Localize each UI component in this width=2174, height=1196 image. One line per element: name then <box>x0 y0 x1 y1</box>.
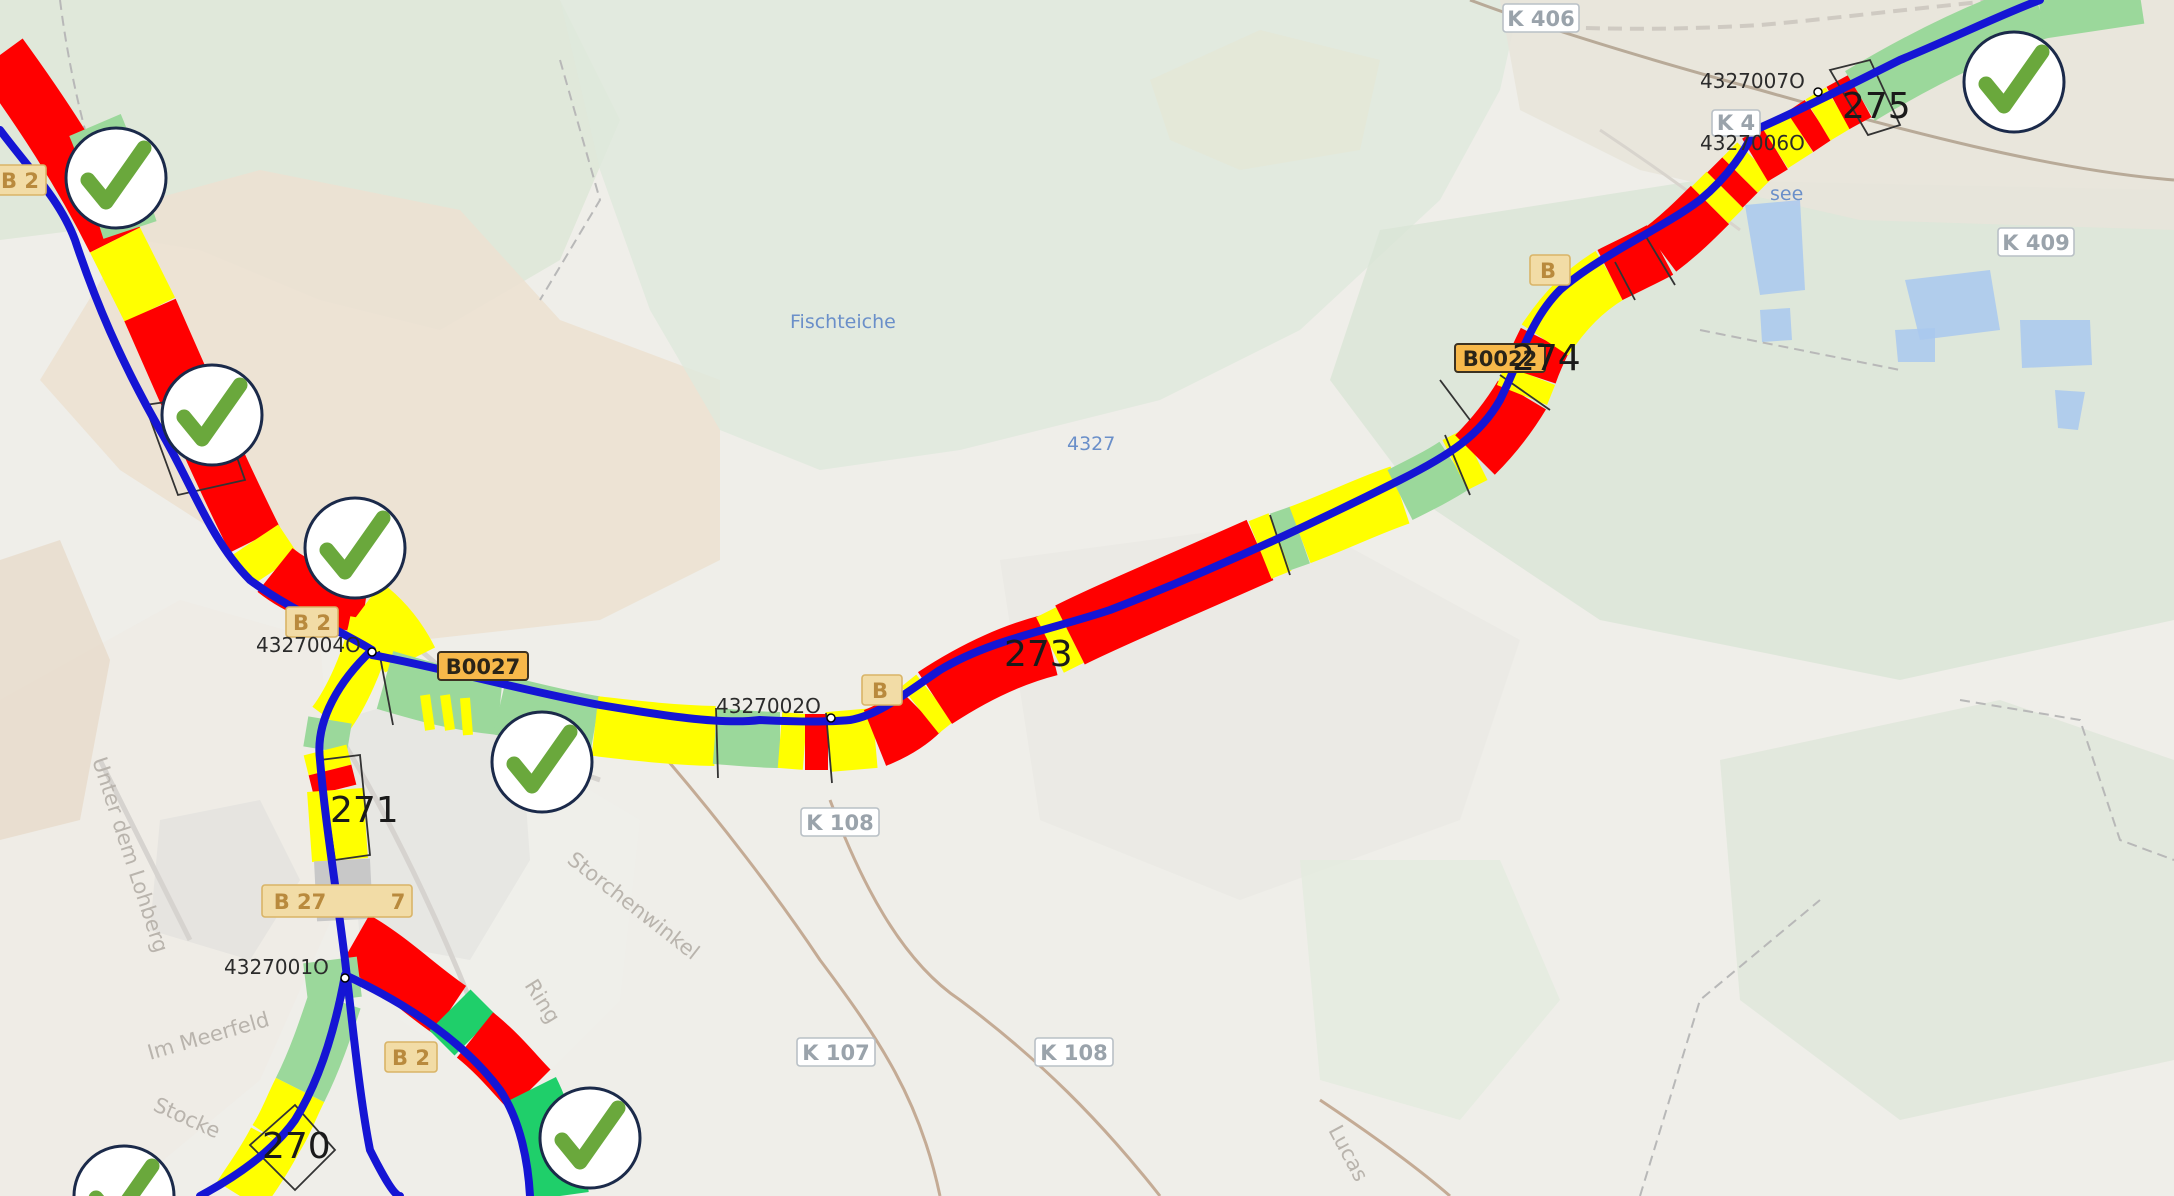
section-label-274: 274 <box>1512 338 1581 379</box>
node-dot-icon[interactable] <box>1813 87 1823 97</box>
section-label-270: 270 <box>262 1126 331 1167</box>
svg-text:B: B <box>1540 259 1556 283</box>
road-badge-k108-center: K 108 <box>800 807 880 837</box>
bstrasse-badge-center: B <box>861 674 903 706</box>
code-badge-b0022: B0022 <box>1454 343 1546 373</box>
svg-text:B 2: B 2 <box>1 169 39 193</box>
svg-text:K 108: K 108 <box>806 811 873 835</box>
check-circle-icon[interactable] <box>162 365 262 465</box>
area-label-fischteiche: Fischteiche <box>790 311 896 333</box>
node-label-4327001: 4327001O <box>224 955 329 979</box>
check-circle-icon[interactable] <box>540 1088 640 1188</box>
node-label-4327002: 4327002O <box>716 694 821 718</box>
area-label-4327: 4327 <box>1067 433 1115 455</box>
svg-text:K 409: K 409 <box>2002 231 2069 255</box>
road-badge-k406: K 406 <box>1502 3 1580 33</box>
section-label-271: 271 <box>330 790 399 831</box>
road-badge-k107: K 107 <box>796 1037 876 1067</box>
code-badge-b0027: B0027 <box>437 651 529 681</box>
svg-text:K 107: K 107 <box>802 1041 869 1065</box>
check-circle-icon[interactable] <box>492 712 592 812</box>
node-label-4327006: 4327006O <box>1700 131 1805 155</box>
road-badge-k409: K 409 <box>1997 227 2075 257</box>
svg-text:K 406: K 406 <box>1507 7 1574 31</box>
bstrasse-badge-lower: B 2 <box>384 1041 438 1073</box>
node-dot-icon[interactable] <box>367 647 377 657</box>
svg-text:B 2: B 2 <box>392 1046 430 1070</box>
check-circle-icon[interactable] <box>1964 32 2064 132</box>
svg-text:B 27: B 27 <box>274 890 327 914</box>
svg-text:B0027: B0027 <box>446 655 520 679</box>
svg-text:7: 7 <box>391 890 406 914</box>
node-label-4327007: 4327007O <box>1700 69 1805 93</box>
svg-text:K 4: K 4 <box>1717 111 1755 135</box>
check-circle-icon[interactable] <box>305 498 405 598</box>
node-dot-icon[interactable] <box>826 713 836 723</box>
section-label-275: 275 <box>1842 86 1911 127</box>
svg-text:B0022: B0022 <box>1463 347 1537 371</box>
check-circle-icon[interactable] <box>66 128 166 228</box>
section-label-273: 273 <box>1004 634 1073 675</box>
node-label-4327004: 4327004O <box>256 633 361 657</box>
svg-text:B: B <box>872 679 888 703</box>
road-badge-k4: K 4 <box>1711 109 1761 137</box>
bstrasse-badge-b27: B 27 7 <box>261 884 413 918</box>
svg-text:B 2: B 2 <box>293 611 331 635</box>
bstrasse-badge-mid: B 2 <box>285 606 339 638</box>
bstrasse-badge-top-left: B 2 <box>0 164 47 196</box>
node-dot-icon[interactable] <box>340 973 350 983</box>
bstrasse-badge-right: B <box>1529 254 1571 286</box>
area-label-see: see <box>1770 183 1803 205</box>
road-badge-k108-lower: K 108 <box>1034 1037 1114 1067</box>
svg-text:K 108: K 108 <box>1040 1041 1107 1065</box>
